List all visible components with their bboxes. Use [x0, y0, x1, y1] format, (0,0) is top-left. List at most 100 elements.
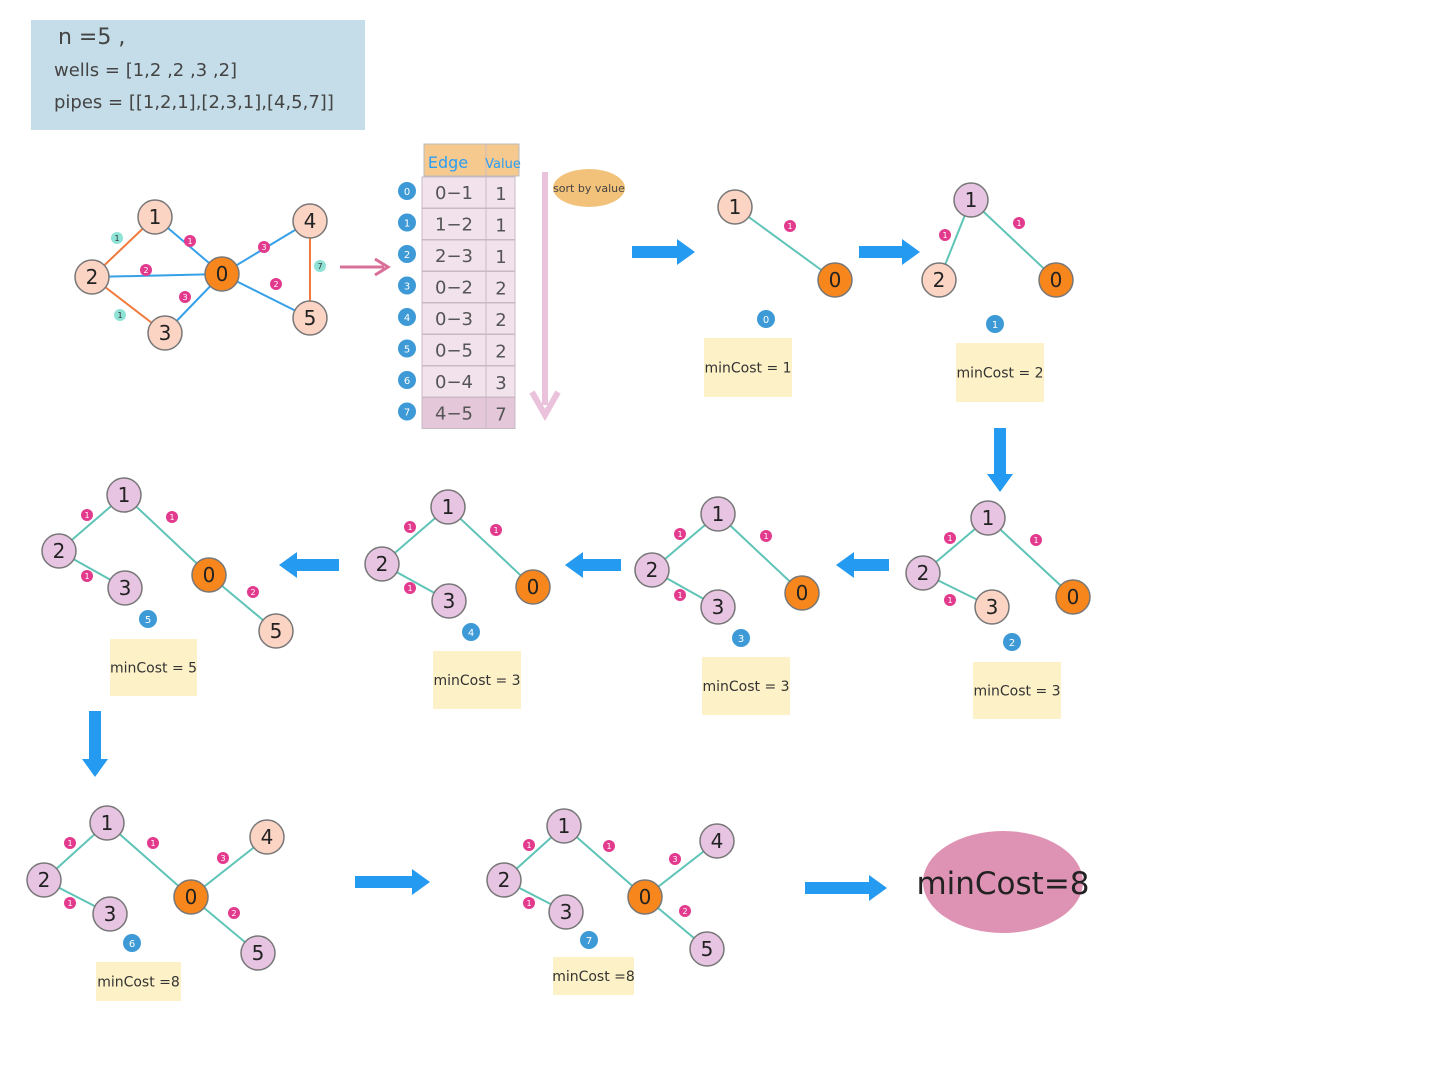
min-cost-note: minCost = 2	[956, 343, 1044, 402]
graph-edge	[734, 206, 836, 281]
table-row-bg	[421, 208, 516, 240]
table-row-index-badge	[398, 402, 416, 421]
table-row-value: 1	[495, 247, 506, 268]
edge-weight-badge	[228, 907, 240, 919]
arrow-shape	[805, 875, 887, 901]
graph-node	[1055, 579, 1091, 615]
input-n-text: n =5 ,	[58, 25, 125, 50]
edge-weight-label: 3	[182, 293, 187, 302]
graph-node-label: 3	[712, 595, 725, 619]
min-cost-note-bg	[96, 962, 181, 1001]
graph-node-label: 2	[646, 558, 659, 582]
graph-node	[147, 315, 183, 351]
edge-weight-label: 2	[273, 280, 278, 289]
graph-node-label: 0	[527, 575, 540, 599]
edge-weight-badge	[944, 532, 956, 544]
graph-node	[89, 805, 125, 841]
table-row-value: 2	[495, 342, 506, 363]
edge-weight-badge	[64, 897, 76, 909]
step-badge	[580, 931, 598, 949]
sort-arrow-head	[529, 390, 561, 422]
edge-weight-label: 1	[526, 899, 531, 908]
edge-weight-label: 3	[672, 855, 677, 864]
min-cost-label: minCost =8	[97, 975, 180, 991]
min-cost-note-bg	[433, 651, 521, 709]
graph-edge	[717, 513, 803, 594]
table-row-index: 5	[404, 345, 410, 356]
graph-node-label: 0	[216, 262, 229, 286]
graph-node	[634, 552, 670, 588]
table-row-value: 2	[495, 310, 506, 331]
table-row-value: 3	[495, 373, 506, 394]
edge-weight-label: 1	[67, 899, 72, 908]
step-badge	[1003, 633, 1021, 651]
graph-node-label: 3	[560, 900, 573, 924]
graph-node	[699, 823, 735, 859]
arrow-step3-to-step4	[565, 552, 621, 578]
graph-node	[258, 613, 294, 649]
graph-node	[546, 808, 582, 844]
min-cost-note: minCost = 3	[973, 662, 1061, 719]
edge-weight-label: 1	[114, 234, 119, 243]
table-row-bg	[421, 365, 516, 398]
edge-weight-badge	[184, 235, 196, 247]
graph-node	[106, 477, 142, 513]
step-badge	[757, 310, 775, 328]
min-cost-note: minCost = 5	[110, 639, 197, 696]
graph-node-label: 2	[53, 539, 66, 563]
arrow-step7-to-result	[805, 875, 887, 901]
min-cost-label: minCost = 3	[433, 673, 520, 689]
graph-node	[717, 189, 753, 225]
graph-node-label: 4	[304, 209, 317, 233]
graph-node	[700, 589, 736, 625]
min-cost-note-bg	[702, 657, 790, 715]
edge-weight-badge	[270, 278, 282, 290]
edge-weight-badge	[939, 229, 951, 241]
graph-node	[700, 496, 736, 532]
edge-weight-badge	[81, 570, 93, 582]
table-row-edge: 0−4	[435, 372, 473, 393]
table-row-edge: 1−2	[435, 215, 473, 236]
graph-edge	[563, 825, 646, 898]
table-row-value: 2	[495, 279, 506, 300]
min-cost-label: minCost = 3	[702, 679, 789, 695]
edge-weight-badge	[1013, 217, 1025, 229]
input-pipes-text: pipes = [[1,2,1],[2,3,1],[4,5,7]]	[54, 92, 334, 113]
table-row-index-badge	[398, 245, 416, 263]
edge-weight-badge	[523, 897, 535, 909]
edge-weight-label: 1	[1016, 219, 1021, 228]
table-header	[423, 143, 520, 177]
graph-edge	[970, 199, 1057, 281]
step-badge	[732, 629, 750, 647]
graph-node	[430, 489, 466, 525]
graph-node-label: 1	[965, 188, 978, 212]
graph-node	[515, 569, 551, 605]
table-row-index-badge	[398, 339, 416, 358]
edge-weight-label: 1	[763, 532, 768, 541]
graph-node	[431, 583, 467, 619]
min-cost-label: minCost =8	[552, 969, 635, 985]
graph-node-label: 5	[304, 306, 317, 330]
graph-node	[74, 259, 110, 295]
graph-node-label: 2	[376, 552, 389, 576]
graph-edge	[123, 494, 210, 576]
step-number: 0	[763, 315, 769, 326]
edge-weight-label: 1	[117, 311, 122, 320]
edge-weight-label: 3	[220, 854, 225, 863]
edge-weight-badge	[147, 837, 159, 849]
arrow-shape	[565, 552, 621, 578]
table-row-edge: 0−2	[435, 278, 473, 299]
sort-badge	[553, 169, 625, 207]
arrow-step2-to-step3	[836, 552, 889, 578]
